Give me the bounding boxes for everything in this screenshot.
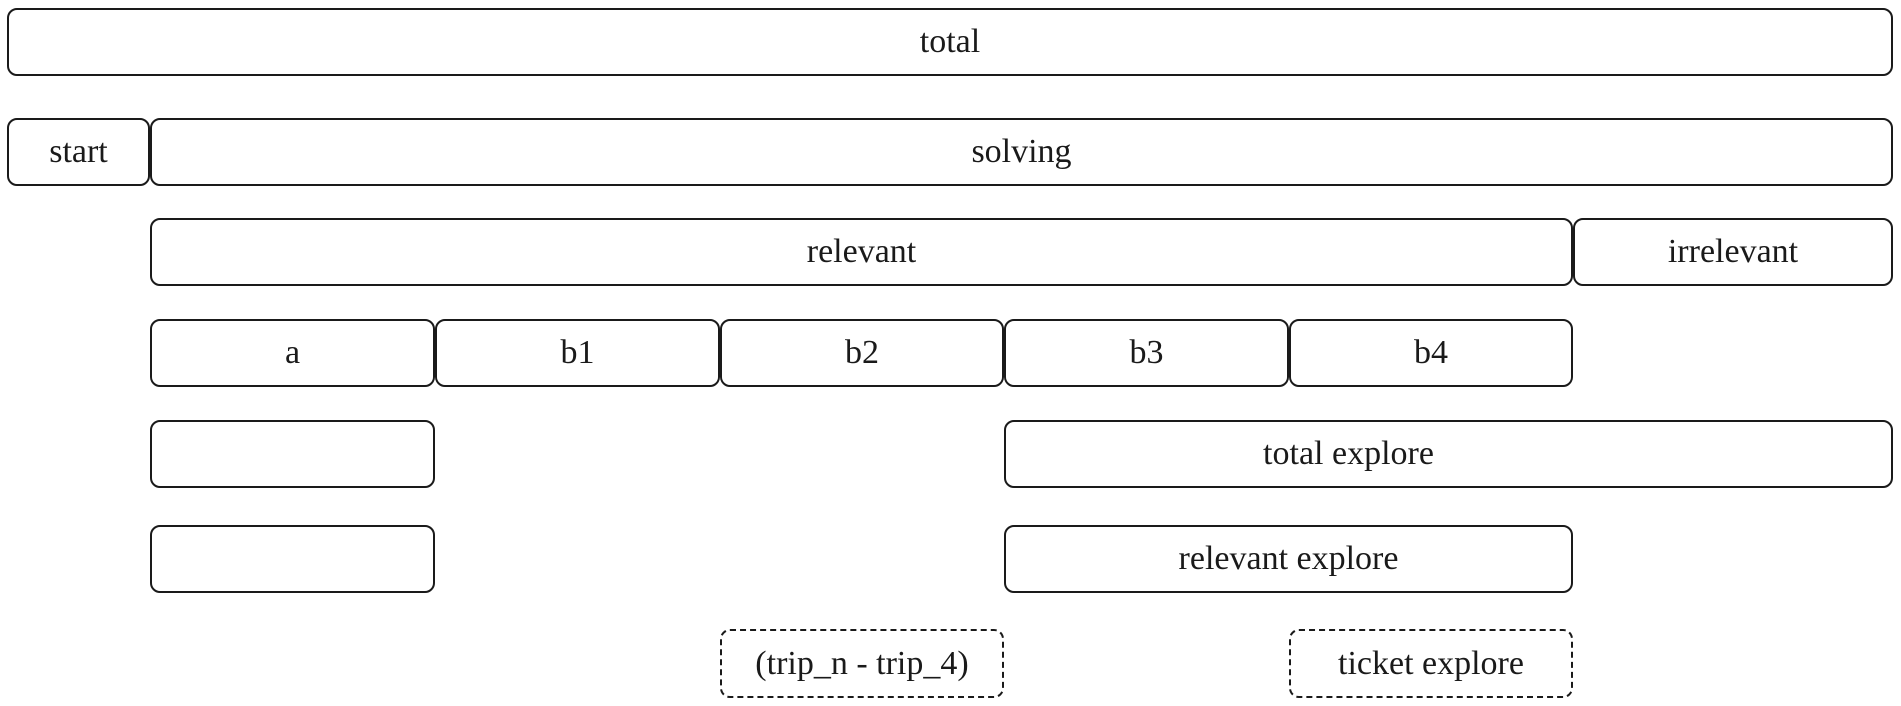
box-trip-difference-label: (trip_n - trip_4) (755, 644, 969, 682)
box-b2-label: b2 (845, 334, 879, 371)
box-relevant-explore-label: relevant explore (1178, 540, 1399, 577)
box-b2: b2 (720, 319, 1004, 387)
box-a: a (150, 319, 435, 387)
box-relevant-label: relevant (806, 233, 917, 270)
box-b4: b4 (1289, 319, 1573, 387)
box-relevant-explore: relevant explore (1004, 525, 1573, 593)
box-total-explore: total explore (1004, 420, 1893, 488)
box-irrelevant: irrelevant (1573, 218, 1893, 286)
box-empty-row6 (150, 525, 435, 593)
box-b1-label: b1 (560, 334, 595, 371)
box-b1: b1 (435, 319, 720, 387)
box-a-label: a (284, 334, 301, 371)
box-b3: b3 (1004, 319, 1289, 387)
box-total-label: total (919, 23, 981, 60)
box-start-label: start (49, 133, 108, 170)
box-ticket-explore-label: ticket explore (1338, 644, 1524, 682)
box-b3-label: b3 (1129, 334, 1164, 371)
box-ticket-explore: ticket explore (1289, 629, 1573, 698)
box-empty-row5 (150, 420, 435, 488)
box-trip-difference: (trip_n - trip_4) (720, 629, 1004, 698)
box-total-explore-label: total explore (1263, 435, 1434, 472)
box-total: total (7, 8, 1893, 76)
box-relevant: relevant (150, 218, 1573, 286)
box-start: start (7, 118, 150, 186)
box-solving: solving (150, 118, 1893, 186)
box-irrelevant-label: irrelevant (1667, 233, 1799, 270)
box-solving-label: solving (971, 133, 1072, 170)
box-b4-label: b4 (1414, 334, 1448, 371)
